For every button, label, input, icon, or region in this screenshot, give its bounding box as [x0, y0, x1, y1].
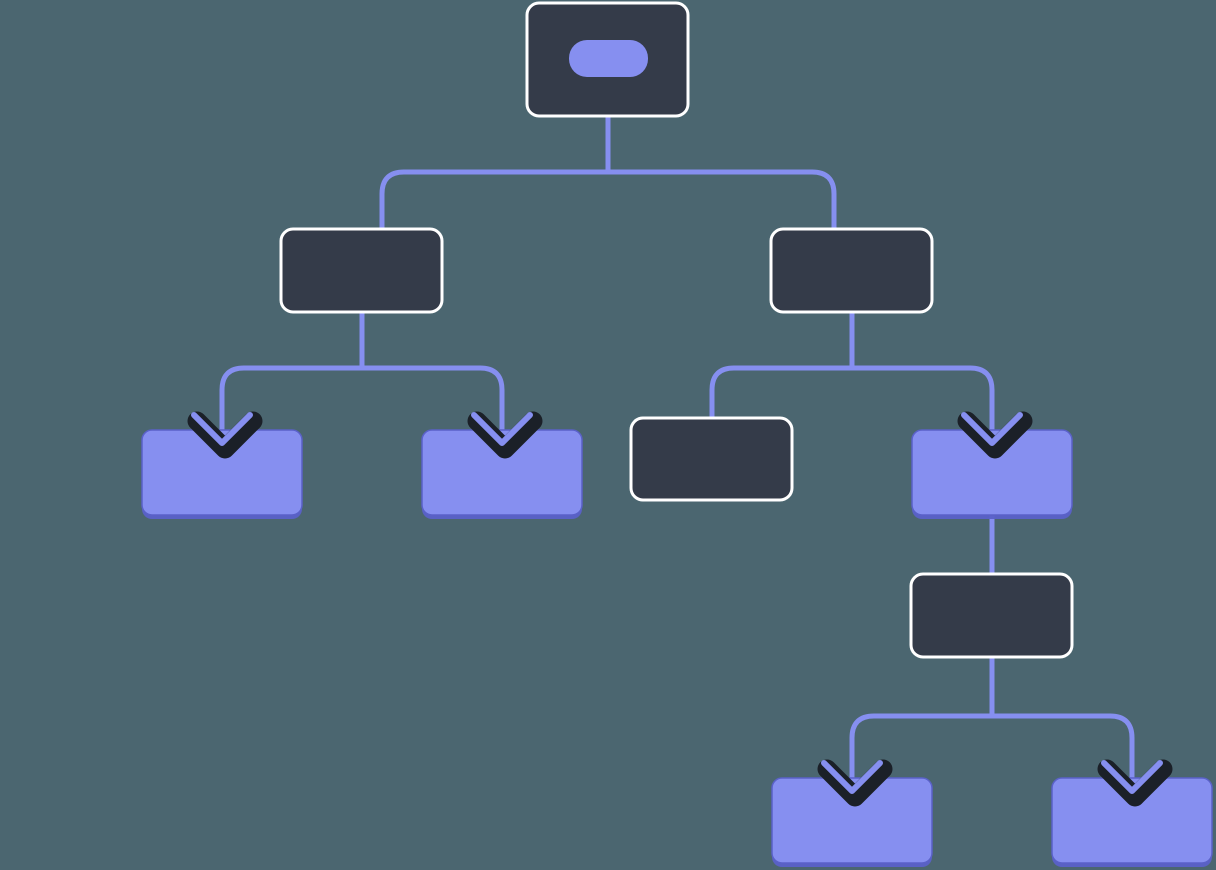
branch-node-right[interactable] — [769, 227, 934, 314]
nodes-layer — [141, 1, 1213, 867]
leaf-node-6[interactable] — [1051, 777, 1213, 867]
root-node-pill-glyph — [569, 40, 648, 77]
leaf-node-5[interactable] — [771, 777, 933, 867]
leaf-node-4-shape[interactable] — [911, 429, 1073, 516]
leaf-node-5-shape[interactable] — [771, 777, 933, 864]
leaf-node-6-shape[interactable] — [1051, 777, 1213, 864]
arrowhead-into-leaf-1-glyph — [191, 412, 253, 446]
arrowhead-into-leaf-5-glyph — [821, 760, 883, 794]
arrowhead-into-leaf-1 — [187, 411, 263, 459]
arrowhead-into-leaf-6-glyph — [1101, 760, 1163, 794]
arrowhead-into-leaf-2 — [467, 411, 543, 459]
branch-node-lower-shape[interactable] — [909, 572, 1074, 659]
arrowhead-into-leaf-4 — [957, 411, 1033, 459]
leaf-node-1[interactable] — [141, 429, 303, 519]
leaf-node-2[interactable] — [421, 429, 583, 519]
arrowhead-into-leaf-4-glyph — [961, 412, 1023, 446]
leaf-node-1-shape[interactable] — [141, 429, 303, 516]
arrowhead-into-leaf-5 — [817, 759, 893, 807]
leaf-node-2-shape[interactable] — [421, 429, 583, 516]
branch-node-left-shape[interactable] — [279, 227, 444, 314]
branch-node-left[interactable] — [279, 227, 444, 314]
arrowhead-into-leaf-6 — [1097, 759, 1173, 807]
branch-node-lower[interactable] — [909, 572, 1074, 659]
root-node[interactable] — [525, 1, 690, 118]
branch-node-right-shape[interactable] — [769, 227, 934, 314]
arrowheads-layer — [187, 411, 1173, 807]
leaf-node-dark[interactable] — [629, 416, 794, 502]
leaf-node-dark-shape[interactable] — [629, 416, 794, 502]
leaf-node-4[interactable] — [911, 429, 1073, 519]
arrowhead-into-leaf-2-glyph — [471, 412, 533, 446]
